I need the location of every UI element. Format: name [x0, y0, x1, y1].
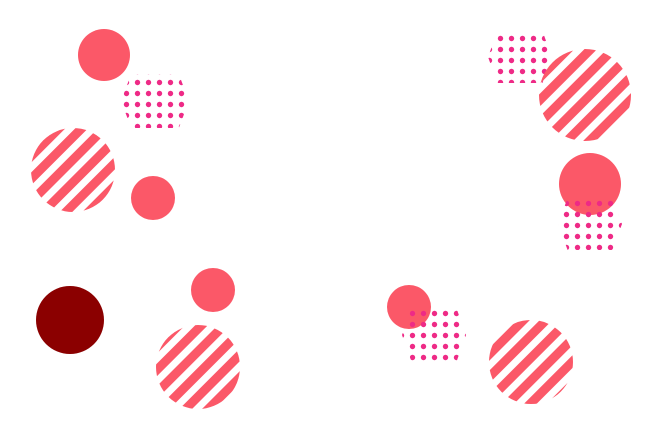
dotted-hexagon — [402, 308, 466, 362]
solid-circle — [131, 176, 175, 220]
shape-layer — [31, 29, 631, 409]
dark-circle — [36, 286, 104, 354]
solid-circle — [191, 268, 235, 312]
solid-circle — [78, 29, 130, 81]
dotted-hexagon — [488, 31, 552, 83]
striped-circle — [31, 128, 115, 212]
striped-circle — [156, 325, 240, 409]
dotted-hexagon — [558, 198, 622, 250]
striped-circle — [489, 320, 573, 404]
striped-circle — [539, 49, 631, 141]
dotted-hexagon — [121, 74, 189, 128]
